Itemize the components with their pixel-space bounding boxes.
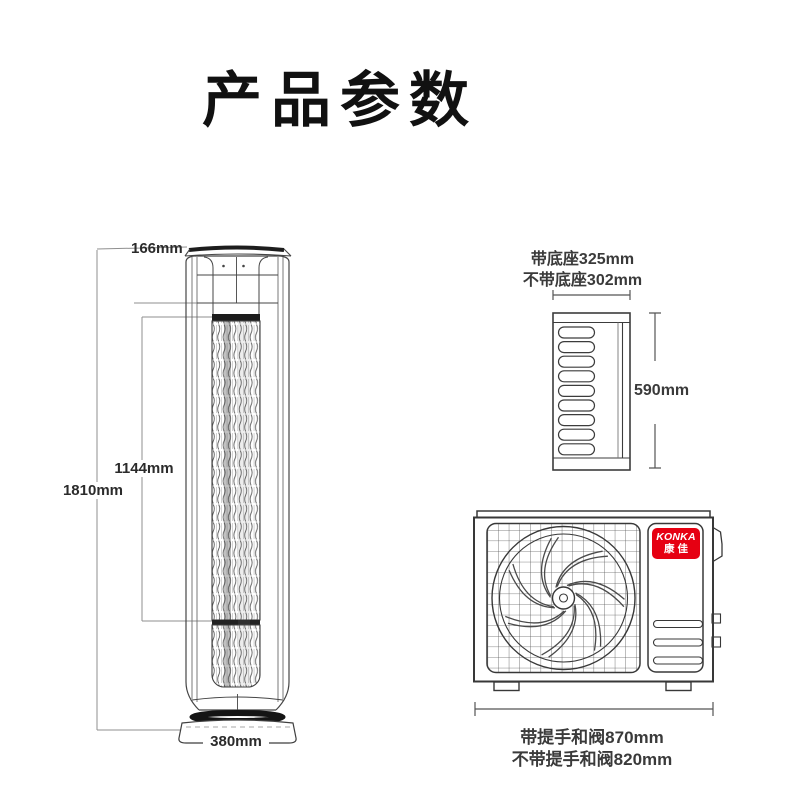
brand-name-chinese: 康佳 xyxy=(664,543,691,555)
indoor-top-width-label: 166mm xyxy=(131,240,183,257)
side-panel xyxy=(647,522,704,673)
panel-vent-slots xyxy=(652,619,704,665)
side-vent-slots xyxy=(557,326,596,456)
indoor-base-width-label: 380mm xyxy=(203,733,269,750)
handle xyxy=(712,526,723,563)
outdoor-front-drawing xyxy=(473,510,723,716)
fan-icon xyxy=(491,525,636,671)
side-height-label: 590mm xyxy=(634,382,690,399)
brand-name-latin: KONKA xyxy=(656,531,696,543)
front-dimension-line xyxy=(474,702,714,716)
page-title: 产品参数 xyxy=(202,67,478,134)
foot-left xyxy=(493,681,520,692)
indoor-grille-height-label: 1144mm xyxy=(111,460,177,477)
konka-brand-logo: KONKA 康佳 xyxy=(652,528,700,559)
grille-top-bar xyxy=(212,314,260,321)
foot-right xyxy=(665,681,692,692)
indoor-total-height-label: 1810mm xyxy=(58,482,128,499)
indoor-unit-drawing xyxy=(96,245,297,744)
side-width-without-base-label: 不带底座302mm xyxy=(522,272,643,289)
front-width-without-handle-label: 不带提手和阀820mm xyxy=(511,750,673,769)
side-width-with-base-label: 带底座325mm xyxy=(530,251,635,268)
outdoor-side-drawing xyxy=(552,290,661,471)
valve-bottom xyxy=(711,636,722,648)
valve-top xyxy=(711,613,722,624)
front-width-with-handle-label: 带提手和阀870mm xyxy=(520,728,664,747)
side-dimension-lines xyxy=(552,290,661,469)
